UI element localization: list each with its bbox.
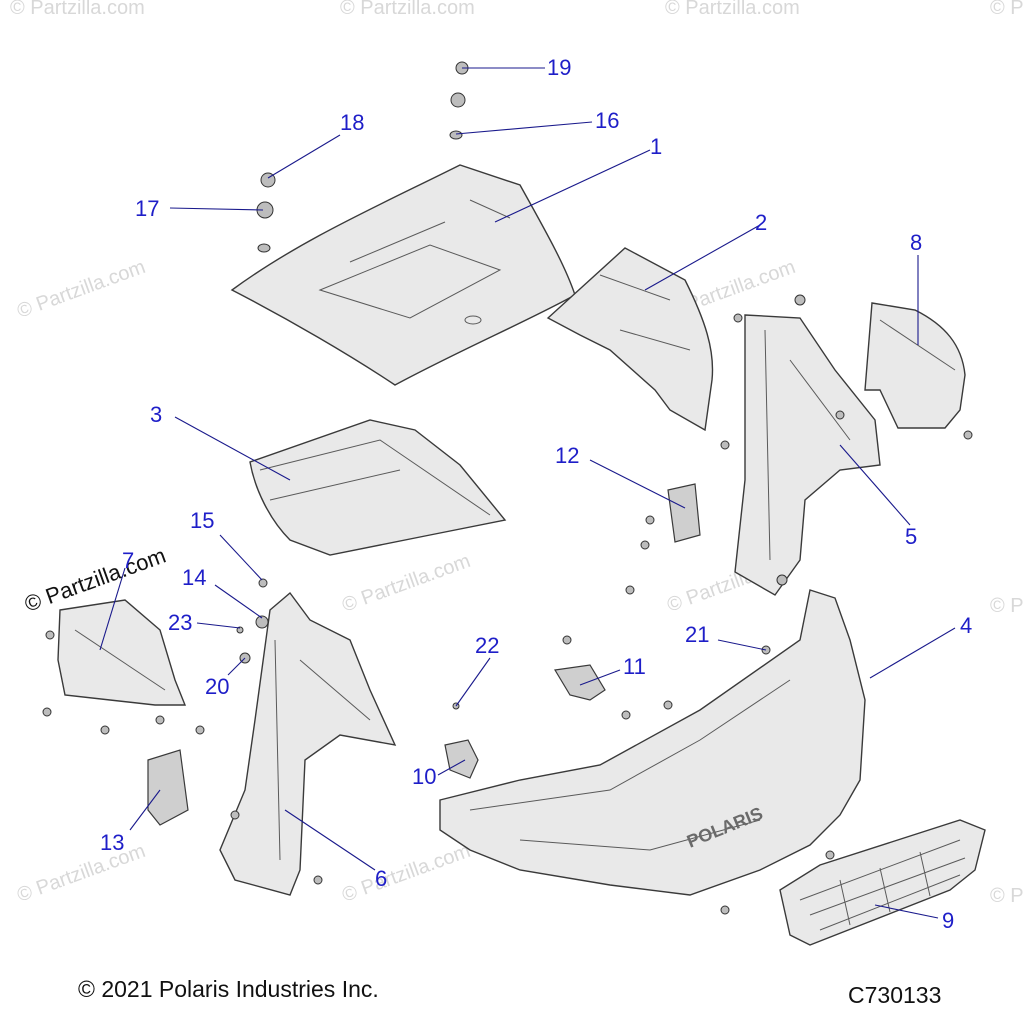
callouts: 1 2 3 4 5 6 7 8 9 10 11 12 13 14 15 16 1… (100, 55, 972, 933)
callout-18: 18 (340, 110, 364, 135)
watermark: © Partzilla.com (990, 885, 1024, 907)
callout-9: 9 (942, 908, 954, 933)
callout-6: 6 (375, 866, 387, 891)
part-13-bracket (147, 749, 189, 826)
watermark: © Partzilla.com (339, 550, 473, 617)
callout-19: 19 (547, 55, 571, 80)
watermark: © Partzilla.com (665, 0, 800, 19)
part-3-panel (249, 419, 507, 556)
watermark: © Partzilla.com (14, 840, 148, 907)
callout-22: 22 (475, 633, 499, 658)
part-5-bracket (734, 314, 881, 596)
callout-7: 7 (122, 548, 134, 573)
leader-lines (99, 67, 956, 919)
callout-2: 2 (755, 210, 767, 235)
callout-1: 1 (650, 134, 662, 159)
callout-3: 3 (150, 402, 162, 427)
callout-4: 4 (960, 613, 972, 638)
callout-8: 8 (910, 230, 922, 255)
part-6-bracket (219, 591, 397, 896)
part-10-clip (444, 739, 479, 779)
callout-10: 10 (412, 764, 436, 789)
callout-11: 11 (623, 654, 646, 679)
part-12-bracket (667, 483, 701, 543)
watermark: © Partzilla.com (990, 595, 1024, 617)
watermark: © Partzilla.com (14, 256, 148, 323)
callout-17: 17 (135, 196, 159, 221)
part-11-clip (554, 664, 606, 701)
part-4-bumper: POLARIS (439, 589, 866, 896)
callout-12: 12 (555, 443, 579, 468)
part-8-panel (864, 302, 966, 429)
watermark: © Partzilla.com (990, 0, 1024, 19)
diagram-code: C730133 (848, 982, 942, 1008)
part-9-grille (779, 819, 986, 946)
copyright-text: © 2021 Polaris Industries Inc. (78, 976, 379, 1002)
callout-21: 21 (685, 622, 709, 647)
part-2-panel (546, 247, 714, 432)
callout-15: 15 (190, 508, 214, 533)
callout-20: 20 (205, 674, 229, 699)
watermark: © Partzilla.com (339, 840, 473, 907)
callout-16: 16 (595, 108, 619, 133)
watermark: © Partzilla.com (340, 0, 475, 19)
callout-23: 23 (168, 610, 192, 635)
part-7-panel (57, 599, 187, 706)
callout-13: 13 (100, 830, 124, 855)
callout-14: 14 (182, 565, 206, 590)
callout-5: 5 (905, 524, 917, 549)
part-1-hood (230, 164, 576, 386)
watermark: © Partzilla.com (10, 0, 145, 19)
